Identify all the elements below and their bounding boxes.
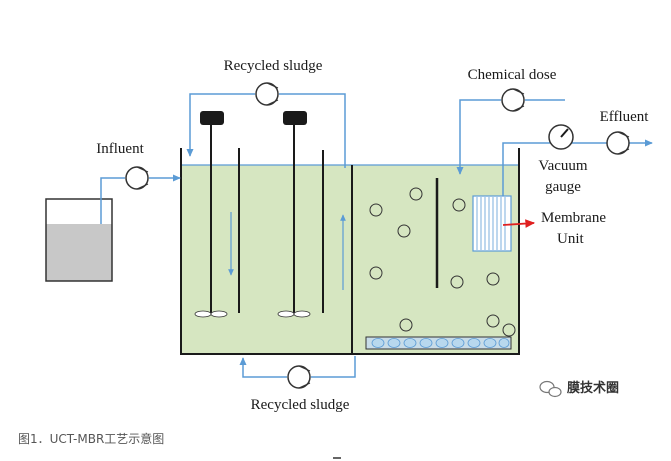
- effluent-label: Effluent: [600, 109, 650, 125]
- influent-label: Influent: [96, 141, 144, 157]
- pump-icon: [255, 82, 279, 106]
- pump-icon: [287, 365, 311, 389]
- pressure-gauge-icon: [548, 124, 574, 150]
- mixer-icon: [277, 111, 311, 318]
- pump-icon: [125, 166, 149, 190]
- recycled-sludge-top-pipe: [279, 93, 346, 168]
- influent-pipe: [100, 177, 125, 224]
- recycled-sludge-bottom-label: Recycled sludge: [251, 397, 350, 413]
- gauge-label: gauge: [545, 179, 581, 195]
- watermark-text: 膜技术圈: [567, 380, 619, 396]
- pump-icon: [606, 131, 630, 155]
- feed-tank: [45, 198, 113, 282]
- wechat-icon: [539, 380, 562, 398]
- figure-caption: 图1．UCT-MBR工艺示意图: [18, 431, 164, 446]
- membrane-label: Membrane: [541, 210, 606, 226]
- recycled-sludge-top-label: Recycled sludge: [224, 58, 323, 74]
- air-bubbles: [369, 187, 516, 337]
- membrane-module-icon: [472, 195, 512, 252]
- anoxic-anaerobic-zone-water: [181, 165, 351, 354]
- unit-label: Unit: [557, 231, 585, 247]
- mixer-icon: [194, 111, 228, 318]
- recycled-sludge-bottom-pipe: [311, 356, 356, 378]
- chemical-dose-label: Chemical dose: [468, 67, 557, 83]
- membrane-output-arrow: [502, 219, 536, 228]
- vacuum-label: Vacuum: [538, 158, 587, 174]
- pump-icon: [501, 88, 525, 112]
- effluent-pipe: [502, 142, 550, 196]
- aerator-icon: [365, 336, 512, 350]
- reactor-walls: [180, 148, 520, 355]
